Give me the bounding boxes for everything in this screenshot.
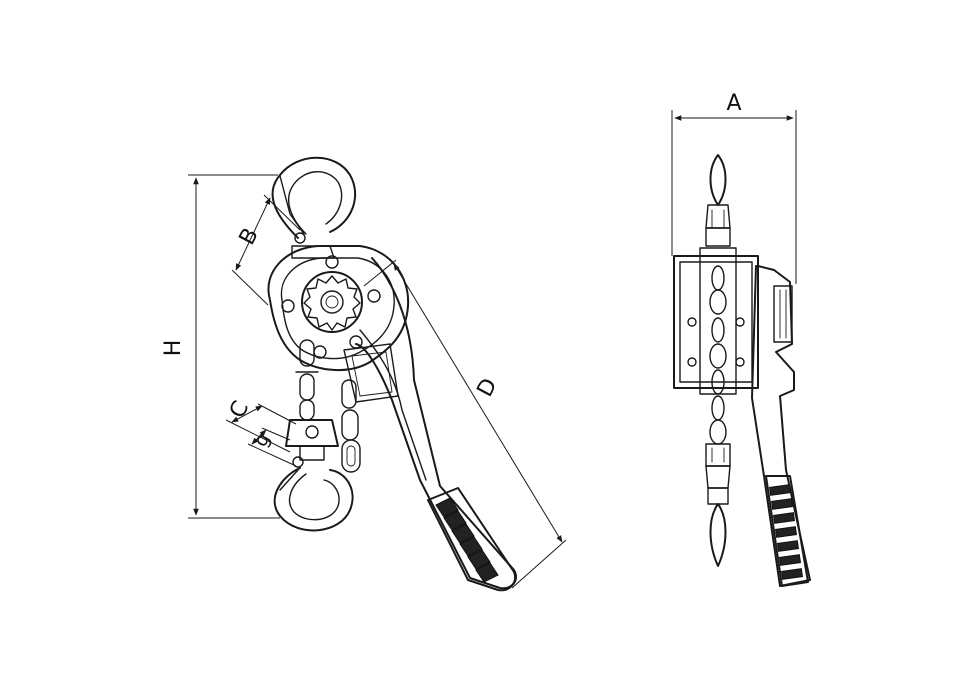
- side-view: A: [671, 91, 811, 587]
- dimension-h: H: [161, 174, 280, 519]
- side-top-hook: [705, 154, 731, 247]
- label-d: D: [473, 374, 503, 401]
- label-c: C: [225, 397, 254, 422]
- bottom-hook-block: [285, 419, 339, 468]
- front-view: H B D C g: [161, 156, 567, 592]
- handle-grip: [427, 487, 516, 592]
- label-g: g: [249, 430, 274, 451]
- side-load-chain: [709, 395, 727, 445]
- side-bottom-hook: [705, 443, 731, 567]
- bottom-hook: [273, 467, 354, 532]
- side-housing: [673, 247, 759, 395]
- label-a: A: [726, 91, 741, 116]
- label-h: H: [161, 340, 186, 357]
- side-lever: [751, 265, 811, 587]
- hoist-housing: [267, 245, 410, 372]
- dimension-a: A: [671, 91, 797, 284]
- side-handle-grip: [765, 475, 809, 587]
- label-b: B: [235, 224, 264, 249]
- top-hook: [271, 156, 357, 259]
- slack-chain: [341, 379, 361, 473]
